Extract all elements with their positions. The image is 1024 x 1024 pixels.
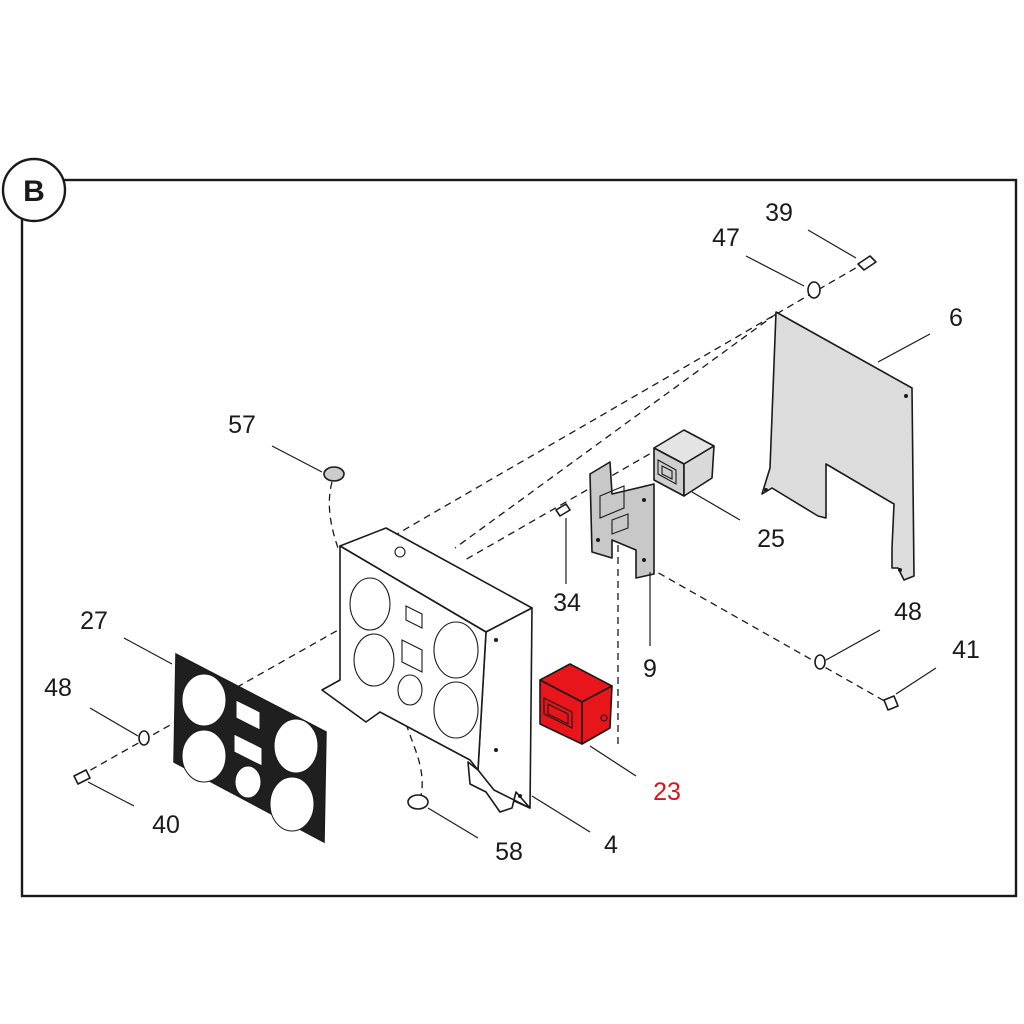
washer-icon: [807, 281, 821, 299]
screw-icon: [555, 503, 571, 517]
control-module-icon[interactable]: [539, 663, 613, 745]
part-label-23[interactable]: 23: [653, 778, 681, 806]
part-label-4[interactable]: 4: [604, 831, 618, 859]
part-label-9[interactable]: 9: [643, 655, 657, 683]
part-label-58[interactable]: 58: [495, 838, 523, 866]
part-label-34[interactable]: 34: [553, 589, 581, 617]
callout-labels: 39 47 6 57 25 34 27 48 41 9 48 40 23 58 …: [44, 199, 980, 866]
part-label-48-left[interactable]: 48: [44, 674, 72, 702]
washer-icon: [814, 654, 826, 670]
gasket-icon: [173, 652, 327, 844]
part-label-39[interactable]: 39: [765, 199, 793, 227]
part-label-41[interactable]: 41: [952, 636, 980, 664]
part-label-47[interactable]: 47: [712, 224, 740, 252]
instrument-housing-icon: [321, 527, 533, 813]
part-label-48-top[interactable]: 48: [894, 598, 922, 626]
relay-box-icon: [653, 429, 715, 497]
part-label-6[interactable]: 6: [949, 304, 963, 332]
bolt-icon: [857, 255, 877, 271]
part-label-40[interactable]: 40: [152, 811, 180, 839]
bolt-icon: [73, 769, 91, 785]
assembly-lines: [79, 261, 889, 801]
mounting-bracket-icon: [589, 461, 655, 579]
part-label-27[interactable]: 27: [80, 607, 108, 635]
leader-lines: [87, 229, 937, 839]
bolt-icon: [883, 695, 899, 711]
section-badge: B: [1, 157, 67, 223]
section-letter: B: [23, 175, 45, 208]
washer-icon: [138, 730, 150, 746]
grommet-icon: [407, 794, 429, 810]
grommet-icon: [323, 466, 345, 482]
part-label-25[interactable]: 25: [757, 525, 785, 553]
part-label-57[interactable]: 57: [228, 411, 256, 439]
rear-cover-plate-icon: [761, 311, 915, 581]
